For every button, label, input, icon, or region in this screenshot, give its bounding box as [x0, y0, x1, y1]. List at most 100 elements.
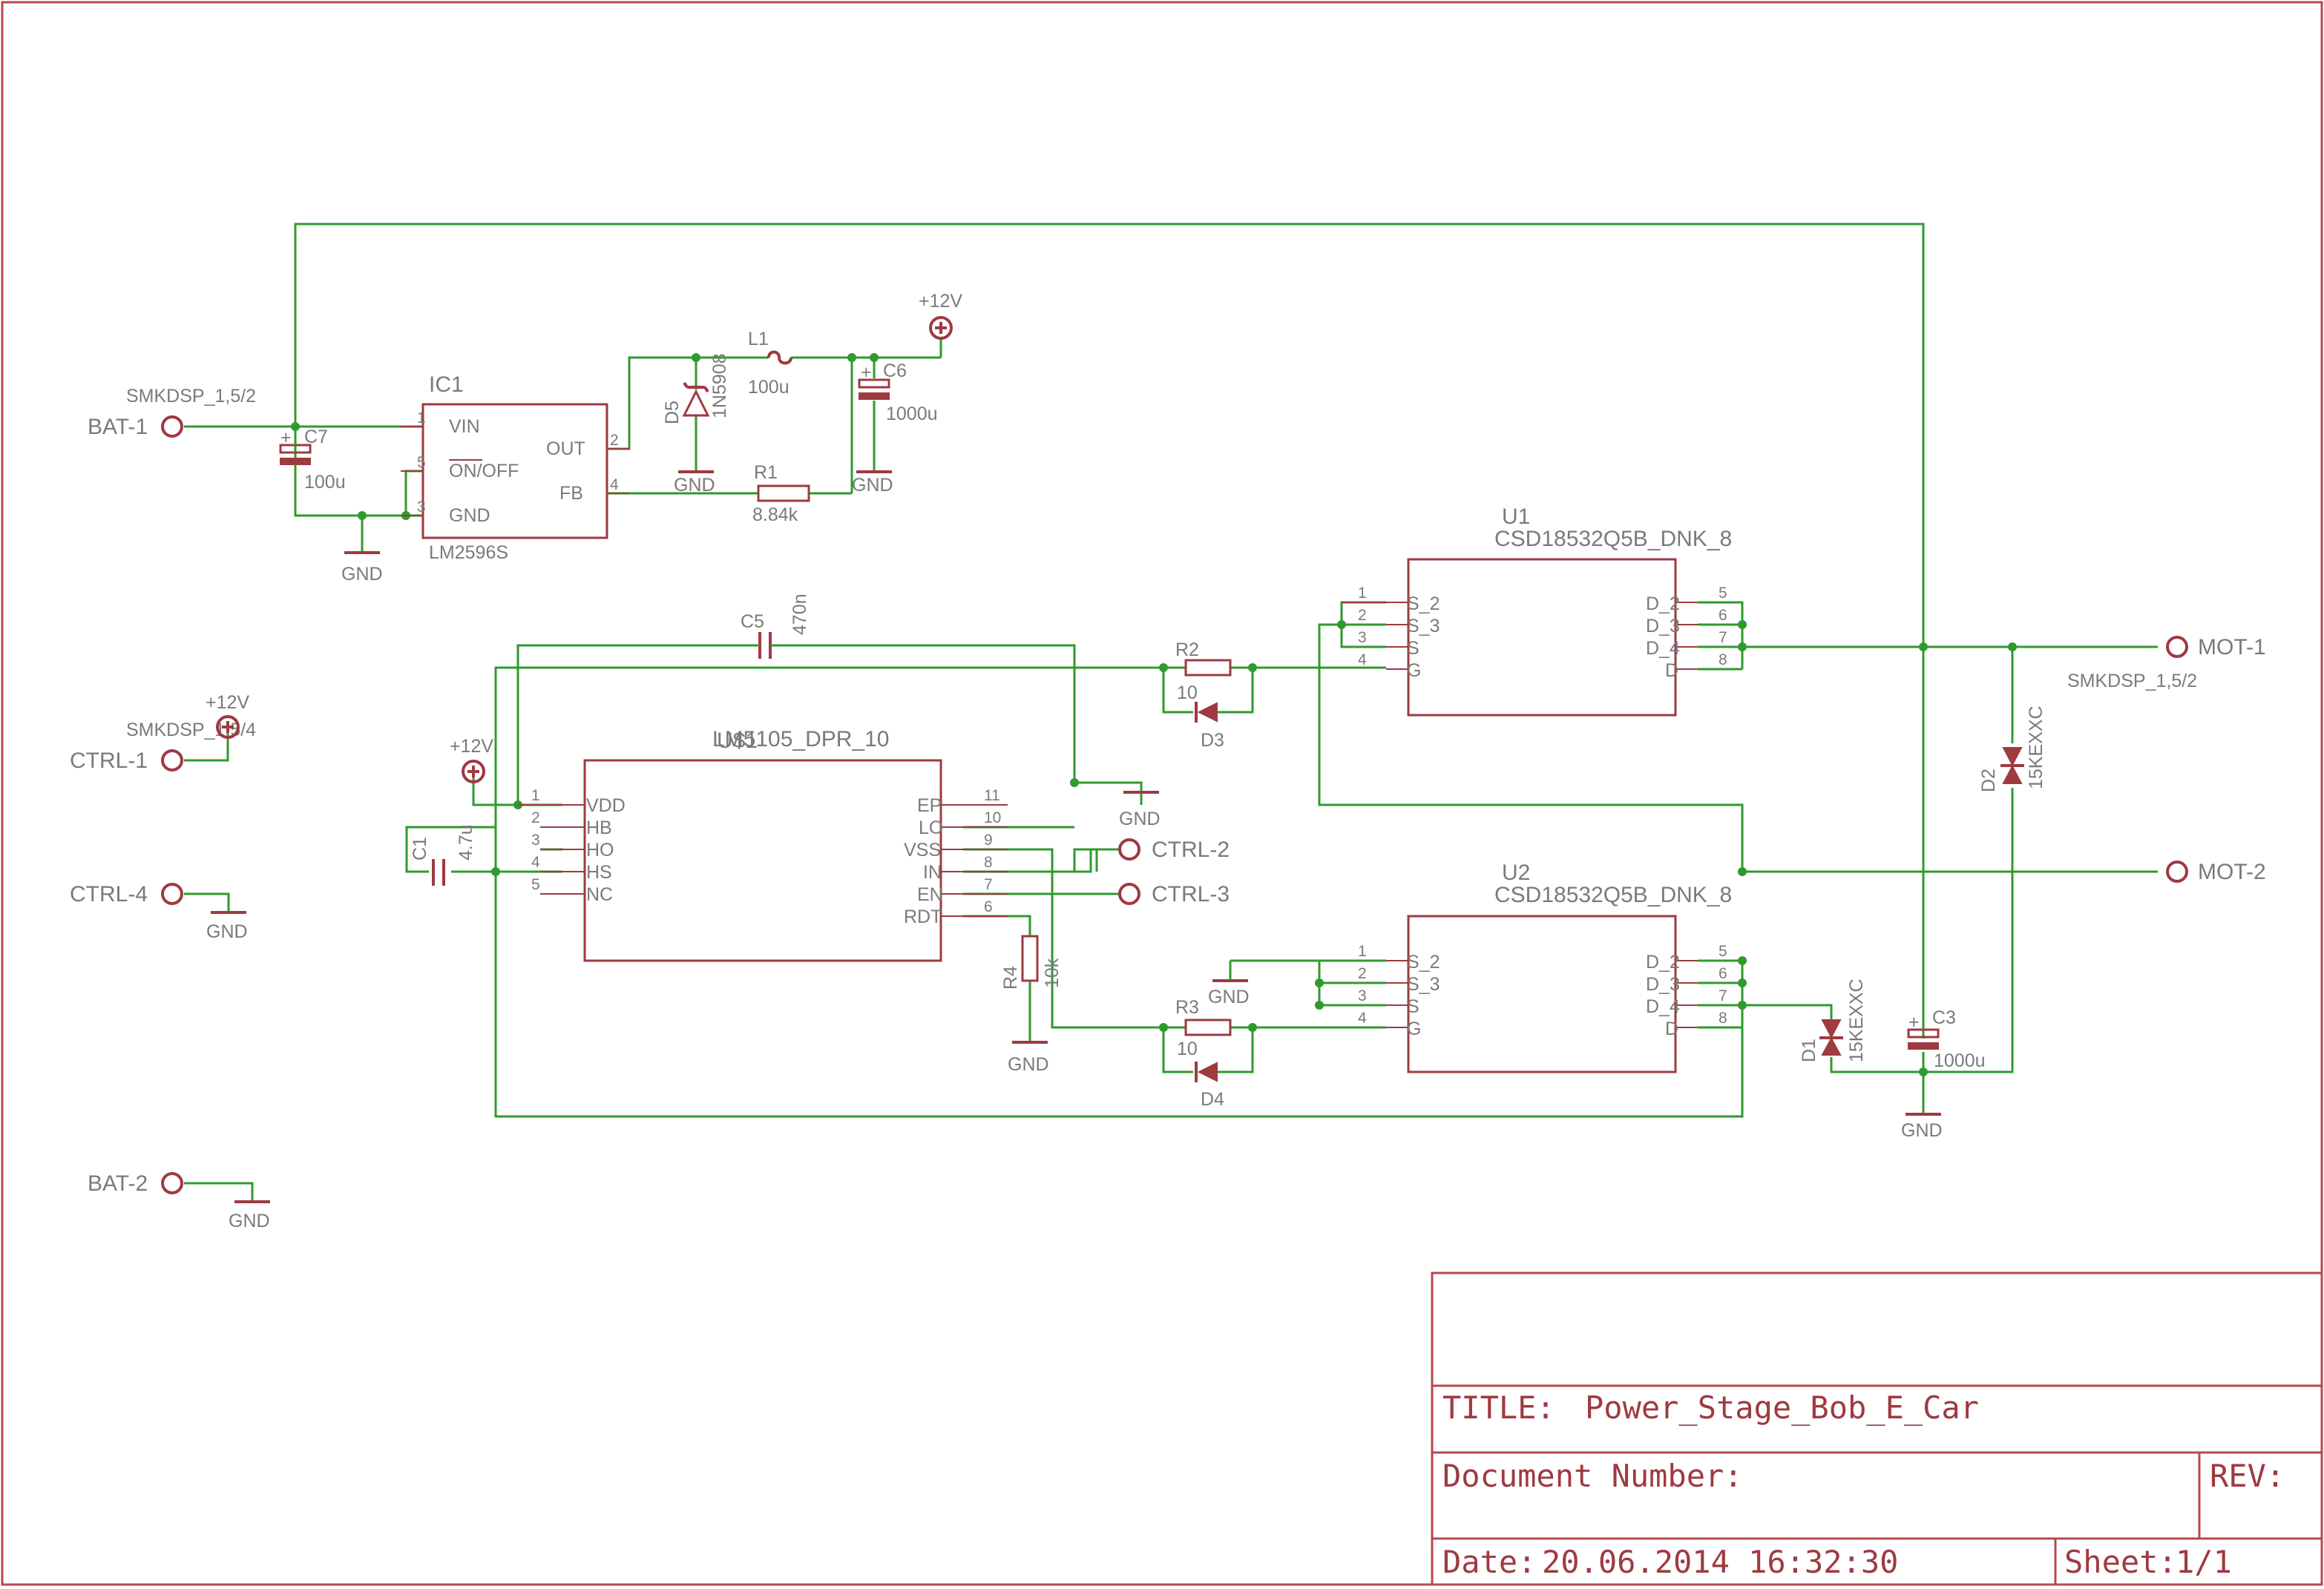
- connector-mot-1[interactable]: MOT-1 SMKDSP_1,5/2: [2067, 635, 2266, 691]
- svg-text:G: G: [1407, 1019, 1421, 1039]
- svg-text:GND: GND: [341, 564, 383, 585]
- svg-text:GND: GND: [206, 921, 248, 942]
- inductor-l1[interactable]: L1 100u: [748, 329, 792, 398]
- u2-part-number: CSD18532Q5B_DNK_8: [1494, 883, 1732, 907]
- gnd-icon: GND: [1074, 781, 1161, 829]
- connector-ctrl-1[interactable]: CTRL-1 SMKDSP_1,5/4: [70, 720, 256, 773]
- svg-text:GND: GND: [449, 505, 490, 526]
- revision-label: REV:: [2210, 1458, 2285, 1494]
- svg-text:3: 3: [531, 832, 540, 849]
- svg-text:8: 8: [1719, 651, 1727, 668]
- svg-text:S: S: [1407, 996, 1419, 1017]
- connector-ctrl-2[interactable]: CTRL-2: [1095, 838, 1230, 872]
- supply-label: +12V: [450, 736, 493, 757]
- svg-text:R2: R2: [1175, 639, 1199, 660]
- connector-bat-1[interactable]: BAT-1 SMKDSP_1,5/2: [88, 386, 256, 439]
- ic1-lm2596s[interactable]: IC1 LM2596S 1 VIN 5 ON/OFF 3 GND 2 OUT 4…: [401, 372, 629, 563]
- svg-text:8: 8: [984, 854, 993, 871]
- sheet-label: Sheet:: [2064, 1544, 2177, 1580]
- driver-left-pins: 1 VDD 2 HB 3 HO 4 HS 5 NC: [518, 787, 626, 905]
- svg-text:D_2: D_2: [1646, 593, 1680, 614]
- svg-text:D_4: D_4: [1646, 996, 1680, 1017]
- svg-text:L1: L1: [748, 329, 769, 349]
- svg-text:4: 4: [610, 476, 619, 493]
- supply-label: +12V: [206, 692, 249, 713]
- tvs-diode-d2[interactable]: D2 15KEXXC: [1978, 705, 2046, 792]
- ctrl-2-label: CTRL-2: [1152, 838, 1230, 862]
- gnd-icon: GND: [1901, 1113, 1943, 1141]
- svg-text:NC: NC: [586, 884, 613, 905]
- mosfet-u2[interactable]: U2 CSD18532Q5B_DNK_8 1 S_2 2 S_3 3 S 4 G…: [1358, 861, 1732, 1073]
- svg-text:4: 4: [531, 854, 540, 871]
- svg-text:HS: HS: [586, 862, 612, 883]
- connector-mot-2[interactable]: MOT-2: [2166, 860, 2266, 884]
- resistor-r3[interactable]: R3 10: [1175, 997, 1232, 1059]
- svg-text:S: S: [1407, 638, 1419, 659]
- svg-text:HO: HO: [586, 840, 614, 861]
- bat-2-terminal-icon: [161, 1172, 183, 1194]
- svg-text:5: 5: [531, 876, 540, 893]
- bat-1-terminal-icon: [161, 415, 183, 438]
- diode-d4[interactable]: D4: [1195, 1062, 1224, 1110]
- svg-text:G: G: [1407, 660, 1421, 681]
- ctrl-1-terminal-icon: [161, 749, 183, 772]
- diode-d5[interactable]: D5 1N5908: [662, 353, 730, 424]
- mot-connector-type: SMKDSP_1,5/2: [2067, 671, 2197, 691]
- svg-text:VSS: VSS: [904, 840, 941, 861]
- plus-12v-icon: [929, 316, 953, 340]
- capacitor-c1[interactable]: C1 4.7u: [410, 824, 476, 886]
- driver-right-pins: 11 EP 10 LO 9 VSS 8 IN 7 EN 6 RDT: [904, 787, 1008, 927]
- svg-text:D3: D3: [1201, 730, 1224, 751]
- svg-text:D: D: [1665, 660, 1678, 681]
- u2-designator: U2: [1502, 861, 1530, 885]
- svg-text:S_2: S_2: [1407, 952, 1440, 973]
- capacitor-c3[interactable]: + C3 1000u: [1907, 1007, 1986, 1071]
- svg-text:FB: FB: [559, 483, 583, 504]
- connector-ctrl-3[interactable]: CTRL-3: [1118, 882, 1230, 907]
- svg-text:4: 4: [1358, 651, 1367, 668]
- mot-2-terminal-icon: [2166, 861, 2188, 883]
- ctrl-3-terminal-icon: [1118, 883, 1140, 905]
- svg-text:1: 1: [1358, 943, 1367, 960]
- ctrl-4-terminal-icon: [161, 883, 183, 905]
- mosfet-u1[interactable]: U1 CSD18532Q5B_DNK_8 1 S_2 2 S_3 3 S 4 G…: [1342, 504, 1732, 717]
- svg-text:D1: D1: [1799, 1039, 1819, 1062]
- svg-text:D: D: [1665, 1019, 1678, 1039]
- driver-part-number: LM5105_DPR_10: [712, 727, 890, 751]
- u1-driver-lm5105[interactable]: U$1 1 VDD 2 HB 3 HO 4 HS 5 NC 11: [518, 728, 1008, 962]
- svg-text:100u: 100u: [748, 377, 790, 398]
- svg-text:VDD: VDD: [586, 795, 626, 816]
- bat-connector-type: SMKDSP_1,5/2: [126, 386, 256, 407]
- capacitor-c7[interactable]: + C7 100u: [279, 427, 346, 516]
- svg-text:RDT: RDT: [904, 907, 942, 927]
- title-label: TITLE:: [1442, 1389, 1555, 1426]
- tvs-diode-d1[interactable]: D1 15KEXXC: [1799, 978, 1867, 1062]
- connector-bat-2[interactable]: BAT-2: [88, 1171, 183, 1196]
- capacitor-c6[interactable]: + C6 1000u: [858, 361, 938, 424]
- svg-text:ON/OFF: ON/OFF: [449, 461, 519, 481]
- svg-text:C7: C7: [304, 427, 328, 447]
- svg-text:S_3: S_3: [1407, 616, 1440, 636]
- svg-text:9: 9: [984, 832, 993, 849]
- sheet-value: 1/1: [2176, 1544, 2232, 1580]
- bat-2-label: BAT-2: [88, 1171, 148, 1196]
- capacitor-c5[interactable]: C5 470n: [741, 593, 810, 659]
- svg-text:1000u: 1000u: [886, 404, 938, 424]
- supply-label: +12V: [919, 291, 962, 312]
- svg-text:LO: LO: [919, 817, 943, 838]
- date-value: 20.06.2014 16:32:30: [1542, 1544, 1898, 1580]
- svg-text:D2: D2: [1978, 769, 1999, 792]
- resistor-r1[interactable]: R1 8.84k: [752, 462, 810, 525]
- svg-text:C1: C1: [410, 837, 430, 861]
- resistor-r4[interactable]: R4 10k: [1000, 935, 1063, 990]
- svg-text:D_4: D_4: [1646, 638, 1680, 659]
- plus-12v-icon: [462, 760, 485, 783]
- resistor-r2[interactable]: R2 10: [1175, 639, 1232, 703]
- svg-text:R3: R3: [1175, 997, 1199, 1018]
- connector-ctrl-4[interactable]: CTRL-4: [70, 882, 183, 907]
- title-block: TITLE: Power_Stage_Bob_E_Car Document Nu…: [1431, 1271, 2323, 1586]
- ground-symbols: GND GND GND GND GND GND GND GND GND: [206, 470, 1943, 1231]
- svg-text:3: 3: [1358, 987, 1367, 1004]
- diode-d3[interactable]: D3: [1195, 702, 1224, 751]
